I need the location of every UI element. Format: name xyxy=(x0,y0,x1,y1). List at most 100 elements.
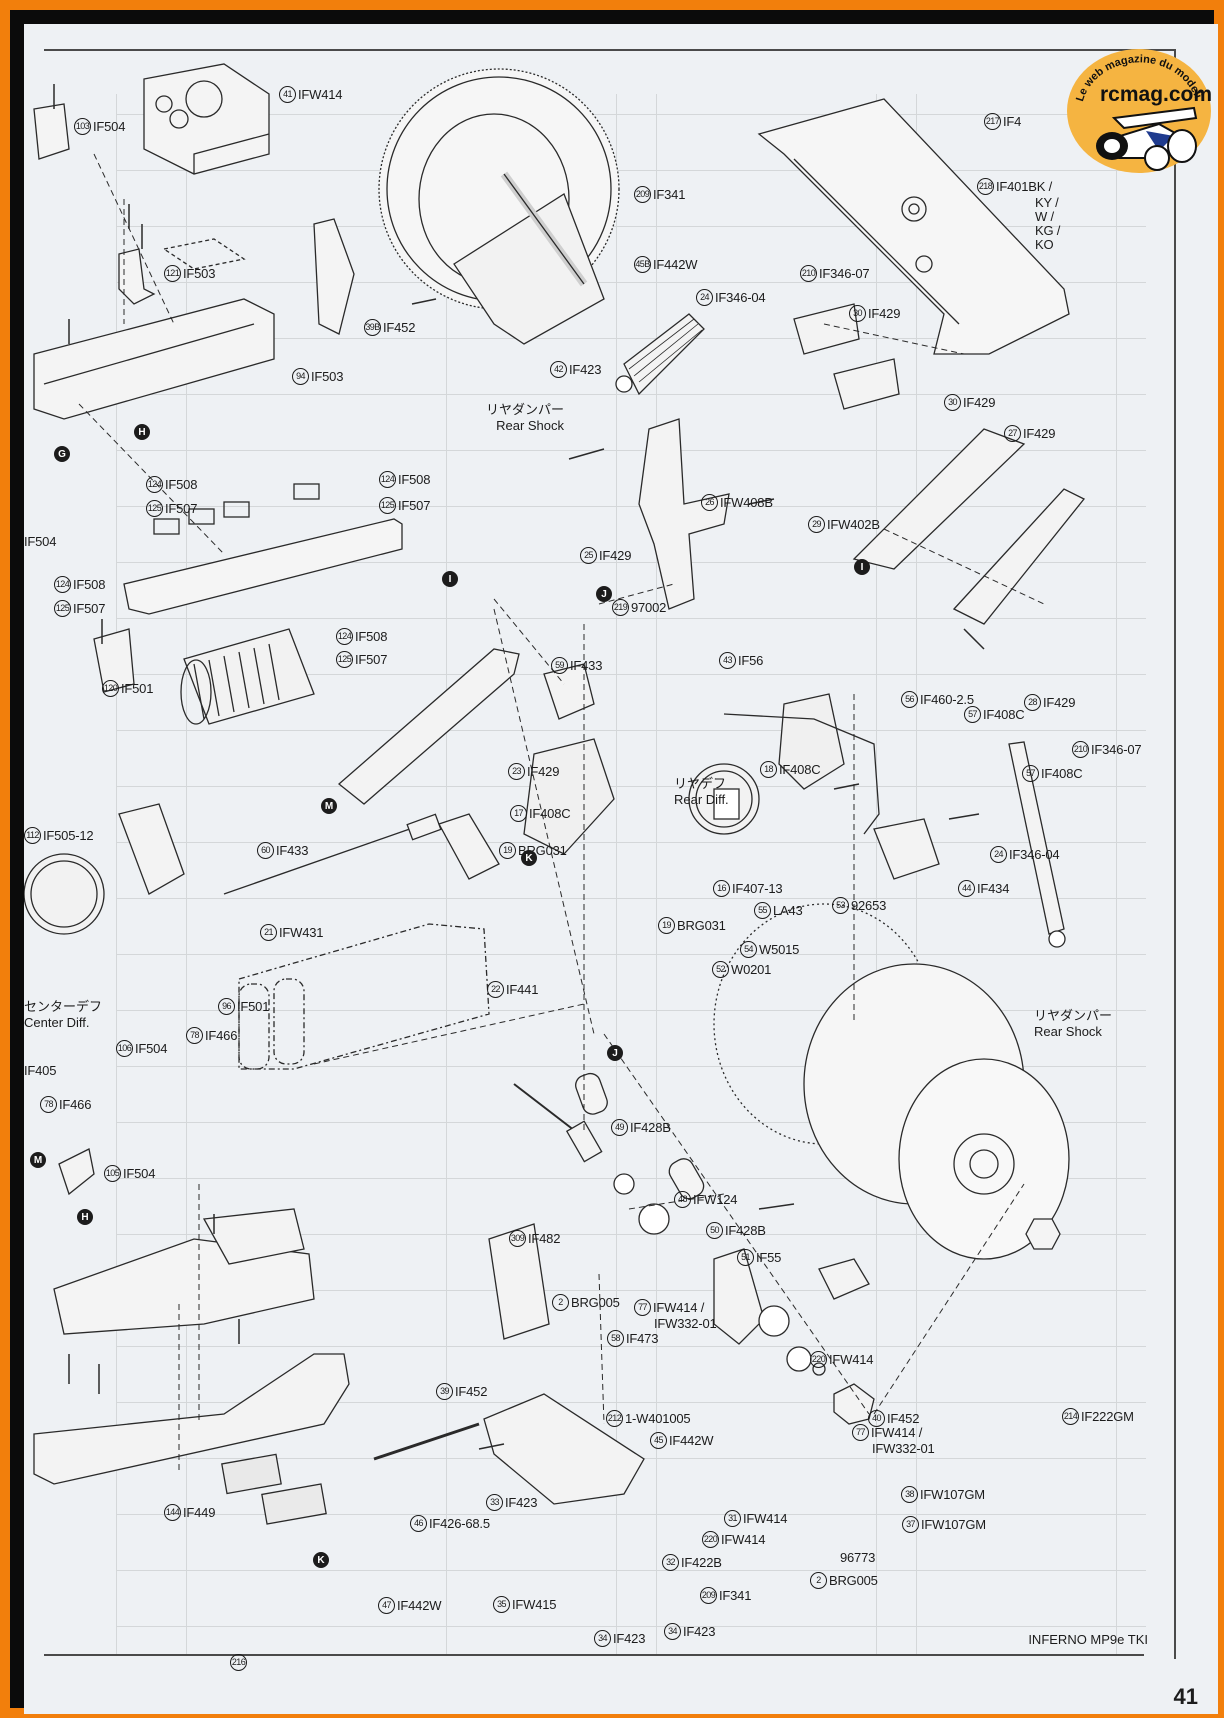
screws xyxy=(53,84,985,1450)
part-code: IF441 xyxy=(506,982,539,997)
marker-h-lower: H xyxy=(77,1209,93,1225)
chassis-link xyxy=(337,648,520,805)
part-number: 30 xyxy=(944,394,961,411)
rear-arm-top xyxy=(453,193,605,345)
part-number: 214 xyxy=(1062,1408,1079,1425)
part-code: IF505-12 xyxy=(43,828,94,843)
part-code: IF507 xyxy=(73,601,106,616)
part-code: IF507 xyxy=(165,501,198,516)
part-code: IF346-04 xyxy=(715,290,766,305)
part-number: 210 xyxy=(1072,741,1089,758)
marker-i-left: I xyxy=(442,571,458,587)
part-code: IF56 xyxy=(738,653,764,668)
part-number: 212 xyxy=(606,1410,623,1427)
part-number: 125 xyxy=(54,600,71,617)
part-number: 32 xyxy=(662,1554,679,1571)
part-number: 49 xyxy=(611,1119,628,1136)
part-number: 24 xyxy=(696,289,713,306)
part-number: 216 xyxy=(230,1654,247,1671)
part-number: 18 xyxy=(760,761,777,778)
part-code: IF434 xyxy=(977,881,1010,896)
ring-77b xyxy=(758,1305,790,1337)
part-code: IF507 xyxy=(398,498,431,513)
part-code: IF466 xyxy=(59,1097,92,1112)
part-code: IFW408B xyxy=(720,495,773,510)
part-code: IFW332-01 xyxy=(654,1316,717,1331)
marker-k-center: K xyxy=(521,850,537,866)
part-code: IF433 xyxy=(276,843,309,858)
part-number: 51 xyxy=(737,1249,754,1266)
note-en: Center Diff. xyxy=(24,1015,90,1030)
part-number: 17 xyxy=(510,805,527,822)
skid-plate xyxy=(818,1258,870,1300)
part-number: 41 xyxy=(279,86,296,103)
part-number: 19 xyxy=(499,842,516,859)
part-code: IF429 xyxy=(868,306,901,321)
part-number: 124 xyxy=(336,628,353,645)
part-number: 210 xyxy=(800,265,817,282)
part-number: 23 xyxy=(508,763,525,780)
pad-part xyxy=(162,238,246,270)
logo-site: rcmag.com xyxy=(1100,83,1212,106)
part-number: 125 xyxy=(146,500,163,517)
part-number: 40 xyxy=(868,1410,885,1427)
wing-mount-1 xyxy=(793,303,860,355)
part-code: IF429 xyxy=(527,764,560,779)
center-diff xyxy=(24,853,105,935)
part-code: 92653 xyxy=(851,898,887,913)
battery-ghost xyxy=(238,923,490,1070)
part-code: IF504 xyxy=(93,119,126,134)
part-number: 44 xyxy=(958,880,975,897)
note-jp: リヤデフ xyxy=(674,776,727,791)
part-number: 34 xyxy=(664,1623,681,1640)
part-code: 96773 xyxy=(840,1550,876,1565)
note-jp: リヤダンパー xyxy=(1034,1008,1113,1023)
part-number: 124 xyxy=(379,471,396,488)
part-code: IF503 xyxy=(311,369,344,384)
part-code: 1-W401005 xyxy=(625,1411,691,1426)
part-code: IF508 xyxy=(355,629,388,644)
part-number: 55 xyxy=(754,902,771,919)
part-code: IF504 xyxy=(123,1166,156,1181)
part-code: IFW414 xyxy=(743,1511,788,1526)
part-code: IF503 xyxy=(183,266,216,281)
part-number: 96 xyxy=(218,998,235,1015)
part-code: KY / xyxy=(1035,195,1059,210)
part-number: 77 xyxy=(852,1424,869,1441)
part-code: IF482 xyxy=(528,1231,561,1246)
part-code: IF423 xyxy=(683,1624,716,1639)
part-code: IF222GM xyxy=(1081,1409,1134,1424)
part-number: 33 xyxy=(486,1494,503,1511)
part-code: IF466 xyxy=(205,1028,238,1043)
note-center-diff: センターデフ Center Diff. xyxy=(24,999,102,1031)
part-code: IF429 xyxy=(963,395,996,410)
part-code: IF429 xyxy=(1023,426,1056,441)
part-number: 46 xyxy=(410,1515,427,1532)
part-code: IFW107GM xyxy=(920,1487,985,1502)
part-code: IFW414 xyxy=(721,1532,766,1547)
part-number: 45 xyxy=(650,1432,667,1449)
part-number: 209 xyxy=(700,1587,717,1604)
page-number: 41 xyxy=(1173,1684,1198,1709)
part-code: W0201 xyxy=(731,962,772,977)
